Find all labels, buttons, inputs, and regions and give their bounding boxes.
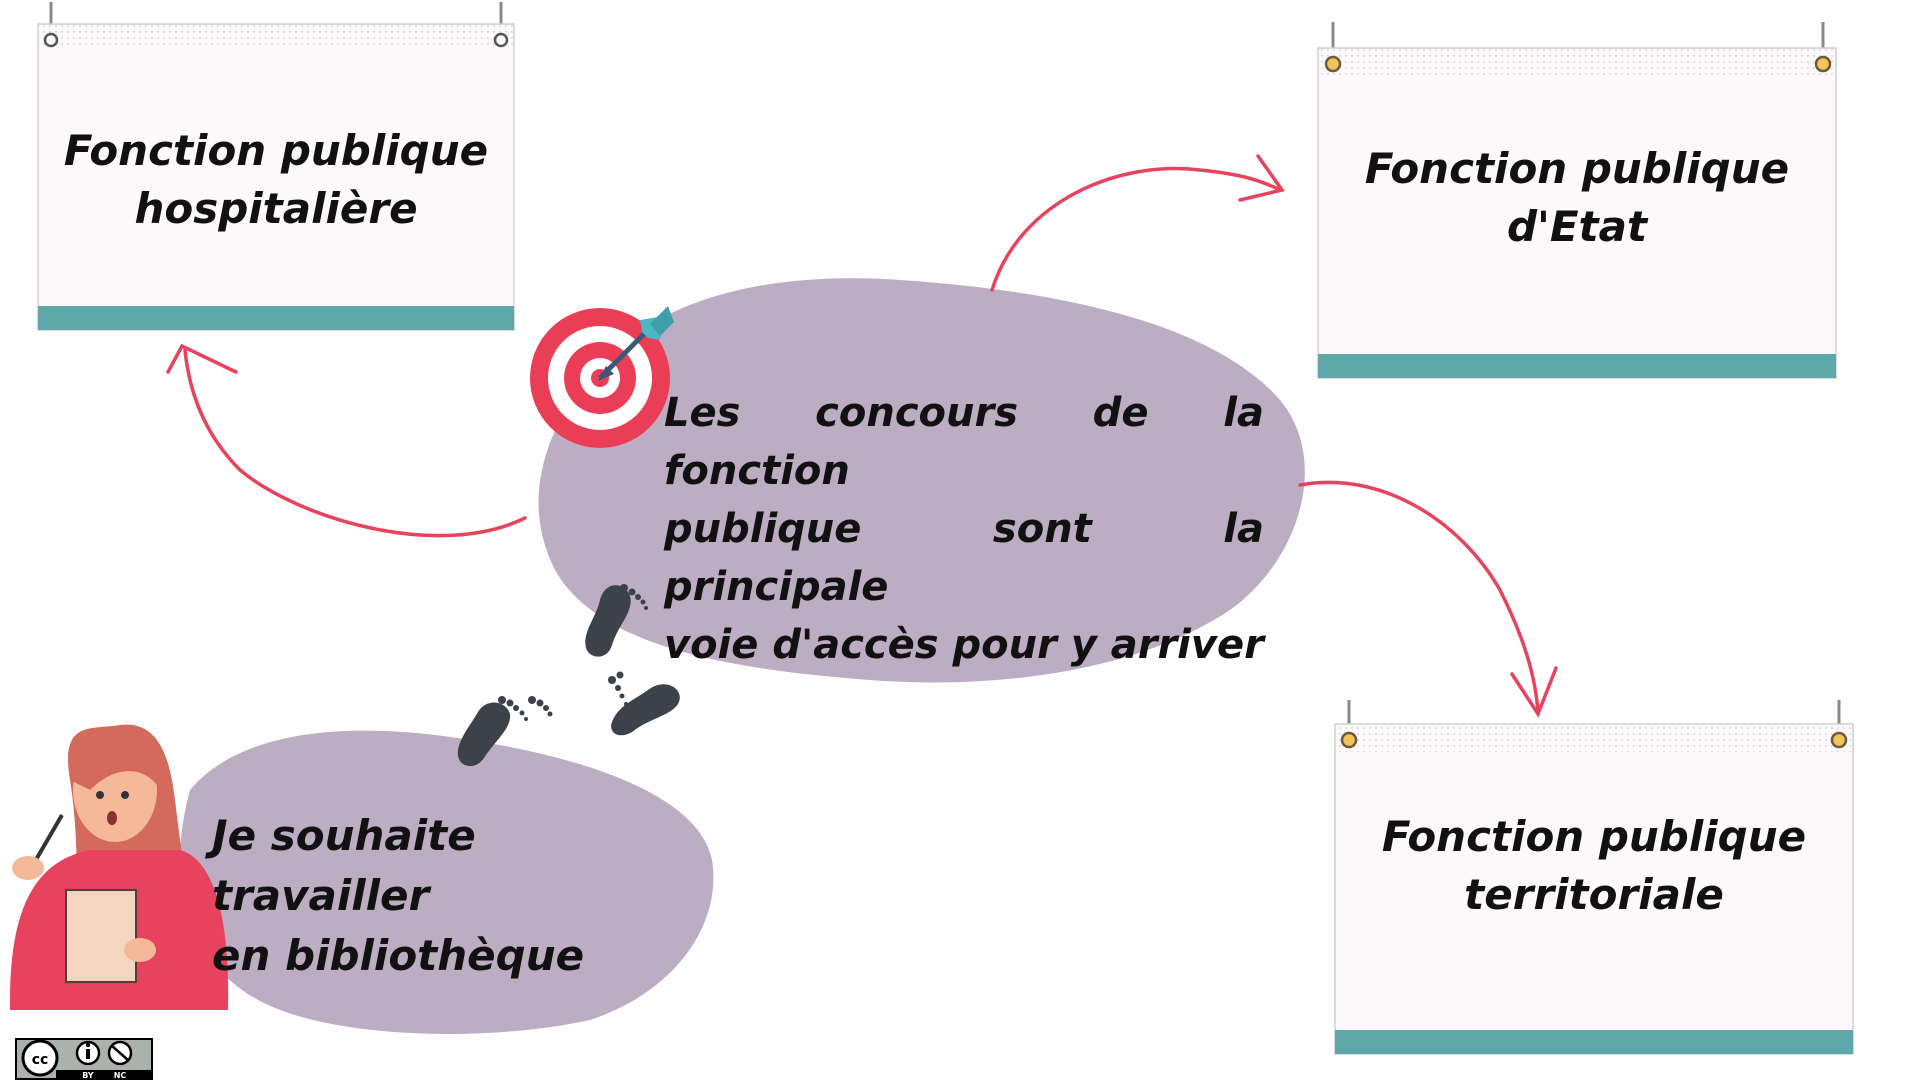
cc-mark-text: cc (32, 1052, 49, 1068)
arrow-to-territoriale (1298, 480, 1540, 714)
card-territoriale (1334, 700, 1854, 1055)
center-label: Les concours de la fonction publique son… (664, 384, 1264, 674)
card-etat-label: Fonction publique d'Etat (1318, 140, 1836, 256)
card-etat (1317, 22, 1837, 379)
target-icon (530, 306, 674, 448)
license-by-text: BY (82, 1071, 94, 1080)
footprint-icon (457, 584, 680, 767)
card-hospitaliere-label: Fonction publique hospitalière (38, 122, 514, 238)
person-icon (10, 724, 229, 1010)
arrow-to-territoriale-head (1510, 666, 1558, 718)
start-label: Je souhaite travailler en bibliothèque (212, 806, 692, 986)
card-hospitaliere-line-1: Fonction publique (63, 126, 489, 175)
center-line-1: Les concours de la fonction (664, 390, 1264, 494)
card-etat-line-2: d'Etat (1506, 202, 1648, 251)
card-etat-line-1: Fonction publique (1364, 144, 1790, 193)
card-territoriale-line-2: territoriale (1464, 870, 1724, 919)
center-line-3: voie d'accès pour y arriver (664, 622, 1264, 668)
license-nc-text: NC (114, 1071, 127, 1080)
center-blob (538, 278, 1305, 683)
card-hospitaliere (37, 2, 515, 331)
creative-commons-icon: cc BY NC (15, 1038, 153, 1080)
card-hospitaliere-line-2: hospitalière (134, 184, 418, 233)
arrow-to-hospitaliere-head (166, 343, 238, 374)
arrow-to-hospitaliere (183, 348, 527, 538)
start-line-1: Je souhaite travailler (212, 811, 476, 920)
card-territoriale-label: Fonction publique territoriale (1335, 808, 1853, 924)
card-territoriale-line-1: Fonction publique (1381, 812, 1807, 861)
start-line-2: en bibliothèque (212, 931, 585, 980)
center-line-2: publique sont la principale (664, 506, 1264, 610)
arrow-to-etat (990, 166, 1282, 292)
start-blob (180, 730, 714, 1034)
arrow-to-etat-head (1238, 154, 1285, 202)
